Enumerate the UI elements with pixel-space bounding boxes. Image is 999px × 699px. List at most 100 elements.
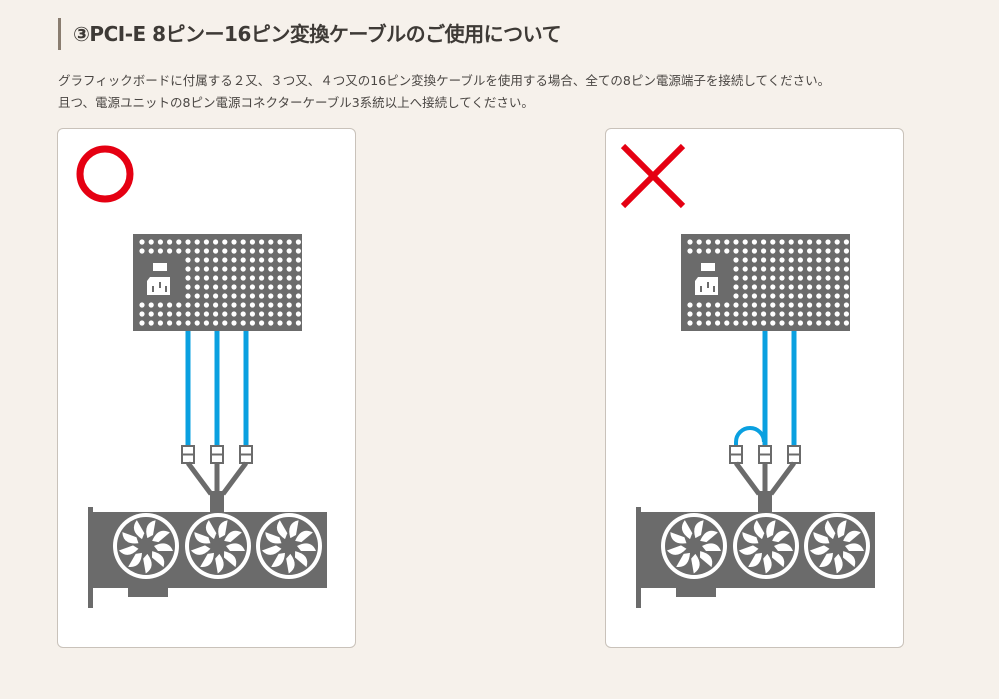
psu-vent-hole xyxy=(157,248,163,254)
psu-vent-hole xyxy=(770,248,776,254)
psu-vent-hole xyxy=(268,293,274,299)
psu-vent-hole xyxy=(843,284,849,290)
psu-vent-hole xyxy=(788,266,794,272)
psu-vent-hole xyxy=(185,302,191,308)
psu-vent-hole xyxy=(843,293,849,299)
psu-vent-hole xyxy=(249,239,255,245)
psu-vent-hole xyxy=(797,302,803,308)
psu-vent-hole xyxy=(286,239,292,245)
psu-vent-hole xyxy=(268,275,274,281)
splitter-wire xyxy=(768,461,797,496)
psu-vent-hole xyxy=(843,311,849,317)
psu-vent-hole xyxy=(167,302,173,308)
psu-vent-hole xyxy=(249,311,255,317)
psu-vent-hole xyxy=(231,320,237,326)
psu-vent-hole xyxy=(295,266,301,272)
psu-vent-hole xyxy=(834,266,840,272)
psu-vent-hole xyxy=(761,239,767,245)
pcie-cable xyxy=(762,331,768,446)
psu-vent-hole xyxy=(259,284,265,290)
fan-blade xyxy=(194,532,211,544)
psu-vent-hole xyxy=(259,239,265,245)
psu-vent-hole xyxy=(277,248,283,254)
psu-vent-hole xyxy=(222,284,228,290)
psu-vent-hole xyxy=(724,248,730,254)
psu-vent-hole xyxy=(203,266,209,272)
psu-vent-hole xyxy=(231,293,237,299)
psu-vent-hole xyxy=(185,257,191,263)
psu-vent-hole xyxy=(705,311,711,317)
psu-vent-hole xyxy=(770,320,776,326)
fan-blade xyxy=(286,553,295,574)
psu-vent-hole xyxy=(751,320,757,326)
psu-vent-hole xyxy=(816,266,822,272)
psu-vent-hole xyxy=(176,239,182,245)
fan-hub xyxy=(758,538,774,554)
psu-vent-hole xyxy=(277,311,283,317)
psu-vent-hole xyxy=(807,266,813,272)
psu-vent-hole xyxy=(185,239,191,245)
psu-vent-hole xyxy=(761,293,767,299)
fan-blade xyxy=(295,530,313,543)
psu-vent-hole xyxy=(761,248,767,254)
psu-vent-hole xyxy=(770,302,776,308)
psu-vent-hole xyxy=(268,239,274,245)
psu-vent-hole xyxy=(157,302,163,308)
psu-vent-hole xyxy=(286,266,292,272)
psu-vent-hole xyxy=(751,311,757,317)
psu-vent-hole xyxy=(788,239,794,245)
psu-vent-hole xyxy=(797,239,803,245)
psu-vent-hole xyxy=(203,311,209,317)
psu-vent-hole xyxy=(194,302,200,308)
psu-vent-hole xyxy=(696,239,702,245)
psu-vent-hole xyxy=(770,239,776,245)
psu-vent-hole xyxy=(779,266,785,272)
socket-pin xyxy=(707,282,709,288)
power-switch xyxy=(701,263,715,271)
socket-pin xyxy=(700,286,702,292)
fan-blade xyxy=(843,530,861,543)
psu-vent-hole xyxy=(733,320,739,326)
psu-vent-hole xyxy=(286,284,292,290)
psu-vent-hole xyxy=(249,266,255,272)
fan-blade xyxy=(276,520,288,540)
psu-vent-hole xyxy=(751,266,757,272)
psu-vent-hole xyxy=(277,257,283,263)
psu-vent-hole xyxy=(770,257,776,263)
psu-vent-hole xyxy=(213,302,219,308)
psu-vent-hole xyxy=(249,248,255,254)
psu-vent-hole xyxy=(222,239,228,245)
ac-inlet-icon xyxy=(695,263,718,295)
psu-vent-hole xyxy=(788,320,794,326)
psu-vent-hole xyxy=(733,257,739,263)
psu-vent-hole xyxy=(213,257,219,263)
fan-blade xyxy=(122,532,139,544)
psu-vent-hole xyxy=(779,311,785,317)
psu-vent-hole xyxy=(742,275,748,281)
psu-vent-hole xyxy=(231,248,237,254)
psu-vent-hole xyxy=(277,284,283,290)
fan-icon xyxy=(733,513,799,579)
psu-vent-hole xyxy=(807,284,813,290)
psu-vent-hole xyxy=(213,275,219,281)
fan-blade xyxy=(271,552,285,568)
psu-vent-hole xyxy=(222,293,228,299)
psu-vent-hole xyxy=(176,302,182,308)
fan-blade xyxy=(845,543,864,551)
psu-vent-hole xyxy=(231,266,237,272)
psu-vent-hole xyxy=(751,275,757,281)
psu-vent-hole xyxy=(277,320,283,326)
psu-vent-hole xyxy=(696,320,702,326)
psu-vent-hole xyxy=(696,248,702,254)
psu-vent-hole xyxy=(249,302,255,308)
psu-vent-hole xyxy=(733,239,739,245)
psu-vent-hole xyxy=(825,311,831,317)
psu-vent-hole xyxy=(240,320,246,326)
psu-vent-hole xyxy=(148,311,154,317)
pcie-cable xyxy=(791,331,797,446)
psu-vent-hole xyxy=(705,239,711,245)
incorrect-connection-diagram xyxy=(620,143,875,608)
psu-vent-hole xyxy=(834,239,840,245)
psu-vent-hole xyxy=(194,311,200,317)
fan-blade xyxy=(297,543,316,551)
